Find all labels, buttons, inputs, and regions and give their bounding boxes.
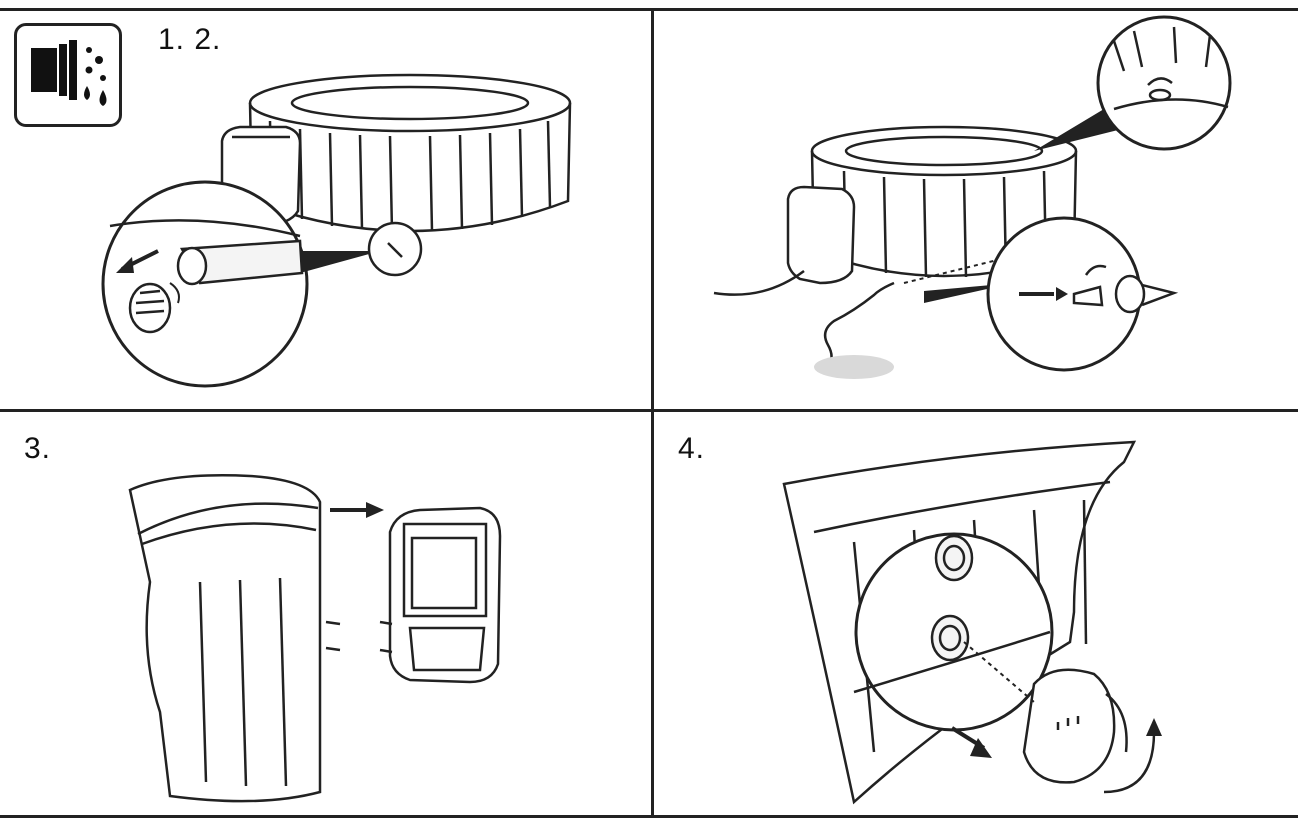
step-label-4: 4. (678, 432, 706, 465)
panel-step-3: 3. (0, 412, 651, 815)
top-rule (0, 8, 1298, 11)
illustration-drain-cap (101, 73, 572, 388)
panel-step-1-2: 1. 2. (0, 11, 651, 409)
drain-water-icon (14, 23, 122, 127)
panel-connect-hose (654, 11, 1298, 409)
panel-step-4: 4. (654, 412, 1298, 815)
step-label-3: 3. (24, 432, 52, 465)
illustration-cap-valve (782, 440, 1162, 805)
illustration-connect-hose (713, 15, 1232, 379)
bottom-rule (0, 815, 1298, 818)
illustration-remove-pump (128, 474, 502, 803)
center-divider (651, 8, 654, 818)
step-label-1-2: 1. 2. (158, 23, 222, 56)
middle-rule (0, 409, 1298, 412)
